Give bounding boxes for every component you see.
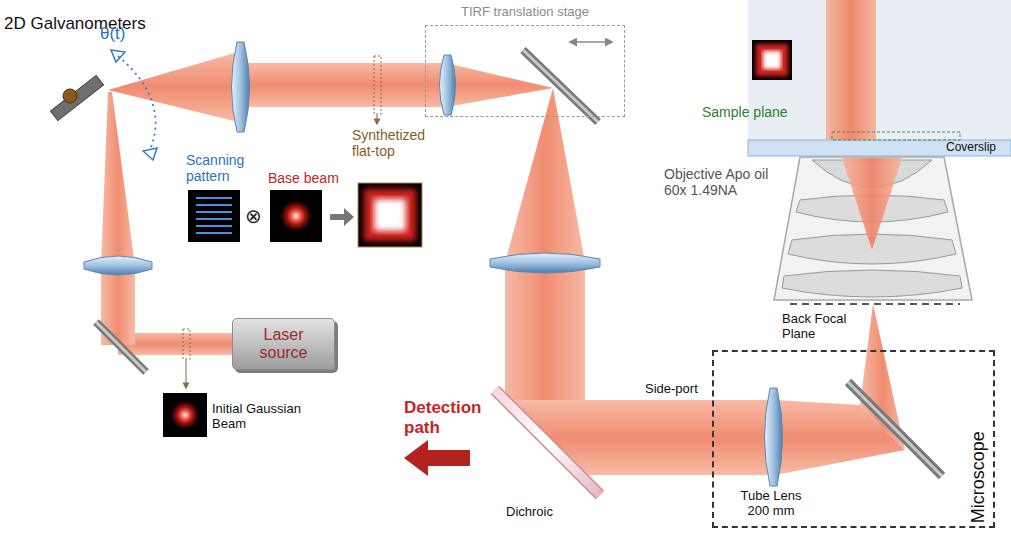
galvo-mirror (50, 75, 103, 120)
initial-gaussian-image (163, 393, 207, 437)
lens (84, 42, 783, 486)
objective-label: Objective Apo oil 60x 1.49NA (664, 166, 772, 198)
dichroic-mirror (495, 390, 600, 495)
path-label: Detection path (404, 398, 496, 437)
node-label: Laser source (233, 326, 334, 363)
result-arrow (330, 208, 354, 226)
image-label: Initial Gaussian Beam (212, 402, 322, 432)
image-label: Scanning pattern (186, 152, 256, 184)
beam-probe (183, 329, 190, 359)
probe-arrow (377, 115, 378, 124)
sample-plane-marker (832, 132, 960, 140)
beam (842, 158, 902, 250)
scan-angle (111, 50, 125, 62)
flat-top-image (358, 183, 422, 247)
coverslip-label: Coverslip (946, 141, 996, 155)
flat-top-image (752, 40, 792, 80)
part-label: Tube Lens 200 mm (732, 489, 810, 519)
plane-label: Back Focal Plane (782, 312, 870, 342)
scanning-pattern-image (188, 190, 240, 242)
dichroic-mirror (495, 390, 600, 495)
stage-arrow (570, 41, 612, 43)
coverslip (748, 140, 1011, 156)
operator-symbol: ⊗ (245, 205, 262, 228)
stage-box: TIRF translation stage (425, 25, 625, 117)
laser-box: Laser source (232, 318, 335, 370)
scan-angle (118, 56, 156, 150)
scan-angle (143, 148, 157, 160)
node-label: TIRF translation stage (426, 5, 624, 20)
back-focal-plane (790, 303, 960, 305)
port-label: Side-port (645, 382, 698, 397)
detection-arrow (404, 440, 470, 476)
node-label: Microscope (968, 431, 989, 523)
beam-probe (374, 56, 381, 114)
base-beam-image (270, 190, 322, 242)
angle-label: θ(t) (100, 24, 126, 44)
plane-label: Sample plane (702, 104, 788, 120)
objective (774, 157, 972, 300)
probe-arrow (186, 360, 187, 388)
part-label: Dichroic (506, 505, 553, 520)
beam (826, 0, 876, 140)
image-label: Synthetized flat-top (352, 127, 442, 159)
image-label: Base beam (268, 170, 339, 186)
